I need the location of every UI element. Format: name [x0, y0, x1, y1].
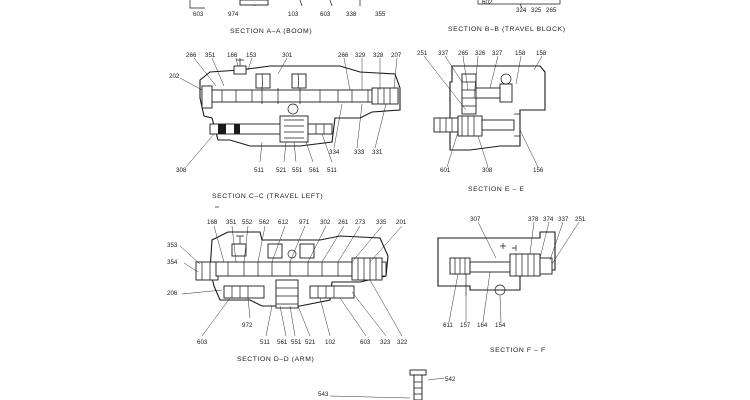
label-d-14: 603 — [197, 339, 208, 346]
label-f-2: 374 — [543, 216, 554, 223]
label-e-5: 158 — [515, 50, 526, 57]
section-d-d: 168 351 552 562 612 971 302 261 273 335 … — [167, 219, 408, 363]
label-c-14: 561 — [309, 167, 320, 174]
label-e-1: 337 — [438, 50, 449, 57]
label-d-2: 552 — [242, 219, 253, 226]
label-f-7: 164 — [477, 322, 488, 329]
label-f-5: 611 — [443, 322, 453, 329]
section-e-title: SECTION E – E — [468, 186, 525, 193]
bottom-partial-part: 542 543 — [318, 369, 456, 400]
label-c-16: 334 — [329, 149, 340, 156]
label-e-7: 601 — [440, 167, 451, 174]
section-f-f: 307 378 374 337 251 611 157 164 154 SECT… — [437, 216, 586, 354]
label-a-0: 603 — [193, 11, 204, 18]
label-e-6: 158 — [536, 50, 547, 57]
label-f-8: 154 — [495, 322, 506, 329]
section-d-title: SECTION D–D (ARM) — [237, 356, 314, 363]
label-d-0: 168 — [207, 219, 218, 226]
label-c-12: 521 — [276, 167, 287, 174]
label-c-10: 308 — [176, 167, 187, 174]
section-a-a-partial: 603 974 103 603 338 355 SECTION A–A (BOO… — [189, 0, 386, 35]
section-e-e: 251 337 265 326 327 158 158 601 308 156 … — [417, 50, 547, 193]
label-f-1: 378 — [528, 216, 539, 223]
label-d-5: 971 — [299, 219, 310, 226]
label-c-11: 511 — [254, 167, 264, 174]
label-c-3: 153 — [246, 52, 257, 59]
label-d-20: 102 — [325, 339, 336, 346]
label-f-4: 251 — [575, 216, 586, 223]
label-d-15: 972 — [242, 322, 253, 329]
label-d-1: 351 — [226, 219, 237, 226]
label-d-18: 551 — [291, 339, 302, 346]
label-c-0: 266 — [186, 52, 197, 59]
label-c-7: 328 — [373, 52, 384, 59]
section-c-c: 266 351 166 153 301 266 329 328 207 202 … — [169, 52, 402, 200]
section-b-title: SECTION B–B (TRAVEL BLOCK) — [448, 26, 566, 33]
label-c-8: 207 — [391, 52, 402, 59]
label-c-2: 166 — [227, 52, 238, 59]
label-e-9: 156 — [533, 167, 544, 174]
label-d-9: 335 — [376, 219, 387, 226]
label-f-6: 157 — [460, 322, 471, 329]
label-d-22: 323 — [380, 339, 391, 346]
label-d-8: 273 — [355, 219, 366, 226]
label-d-11: 353 — [167, 242, 178, 249]
label-d-21: 603 — [360, 339, 371, 346]
label-d-17: 561 — [277, 339, 288, 346]
label-b-0: 324 — [516, 7, 527, 14]
label-a-4: 338 — [346, 11, 357, 18]
label-f-3: 337 — [558, 216, 569, 223]
label-e-0: 251 — [417, 50, 428, 57]
label-f-0: 307 — [470, 216, 481, 223]
label-bottom-1: 543 — [318, 391, 329, 398]
label-b-2: 265 — [546, 7, 557, 14]
label-a-3: 603 — [320, 11, 331, 18]
label-e-4: 327 — [492, 50, 503, 57]
label-e-8: 308 — [482, 167, 493, 174]
label-a-5: 355 — [375, 11, 386, 18]
label-e-2: 265 — [458, 50, 469, 57]
label-c-6: 329 — [355, 52, 366, 59]
label-d-13: 206 — [167, 290, 178, 297]
label-bottom-0: 542 — [445, 376, 456, 383]
label-c-18: 331 — [372, 149, 383, 156]
label-a-2: 103 — [288, 11, 299, 18]
label-c-9: 202 — [169, 73, 180, 80]
label-d-3: 562 — [259, 219, 270, 226]
label-d-7: 261 — [338, 219, 349, 226]
label-c-13: 551 — [292, 167, 303, 174]
svg-text:602: 602 — [482, 0, 493, 6]
label-d-10: 201 — [396, 219, 407, 226]
label-e-3: 326 — [475, 50, 486, 57]
label-d-16: 511 — [260, 339, 270, 346]
label-b-1: 325 — [531, 7, 542, 14]
label-d-23: 322 — [397, 339, 408, 346]
label-c-1: 351 — [205, 52, 216, 59]
label-d-4: 612 — [278, 219, 289, 226]
section-a-title: SECTION A–A (BOOM) — [230, 28, 312, 35]
label-c-15: 511 — [327, 167, 337, 174]
label-c-4: 301 — [282, 52, 293, 59]
section-f-title: SECTION F – F — [490, 347, 546, 354]
section-c-title: SECTION C–C (TRAVEL LEFT) — [212, 193, 323, 200]
label-d-6: 302 — [320, 219, 331, 226]
label-c-17: 333 — [354, 149, 365, 156]
section-b-b-partial: 602 324 325 265 SECTION B–B (TRAVEL BLOC… — [448, 0, 566, 33]
label-c-5: 266 — [338, 52, 349, 59]
label-d-19: 521 — [305, 339, 316, 346]
label-d-12: 354 — [167, 259, 178, 266]
label-a-1: 974 — [228, 11, 239, 18]
